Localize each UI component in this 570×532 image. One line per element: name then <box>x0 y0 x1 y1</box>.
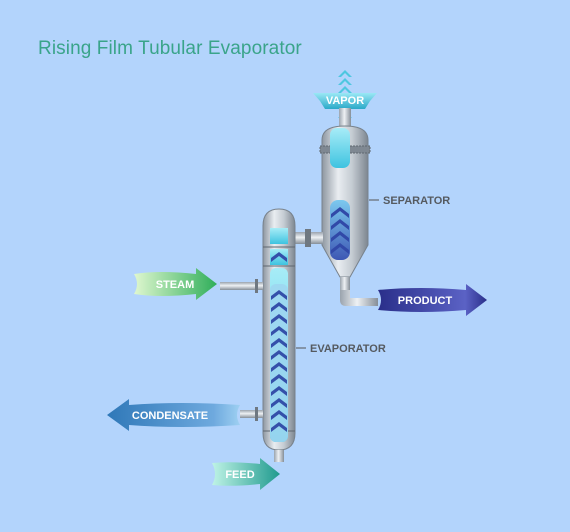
condensate-outlet-pipe <box>240 407 263 421</box>
vapor-stream-arrow <box>313 93 377 109</box>
feed-label: FEED <box>225 469 254 481</box>
feed-stream-arrow <box>212 458 280 490</box>
separator-label: SEPARATOR <box>383 195 450 207</box>
product-stream-arrow <box>378 284 487 316</box>
diagram-title: Rising Film Tubular Evaporator <box>38 38 302 59</box>
separator-vessel <box>319 108 371 293</box>
condensate-label: CONDENSATE <box>132 410 208 422</box>
vapor-label: VAPOR <box>326 95 364 107</box>
steam-label: STEAM <box>156 279 195 291</box>
condensate-stream-arrow <box>107 399 240 431</box>
product-outlet-pipe <box>340 290 378 306</box>
evaporator-label: EVAPORATOR <box>310 343 386 355</box>
product-label: PRODUCT <box>398 295 453 307</box>
connecting-pipe <box>293 229 323 247</box>
steam-stream-arrow <box>134 268 217 300</box>
steam-inlet-pipe <box>220 279 263 293</box>
evaporator-vessel <box>262 208 296 462</box>
